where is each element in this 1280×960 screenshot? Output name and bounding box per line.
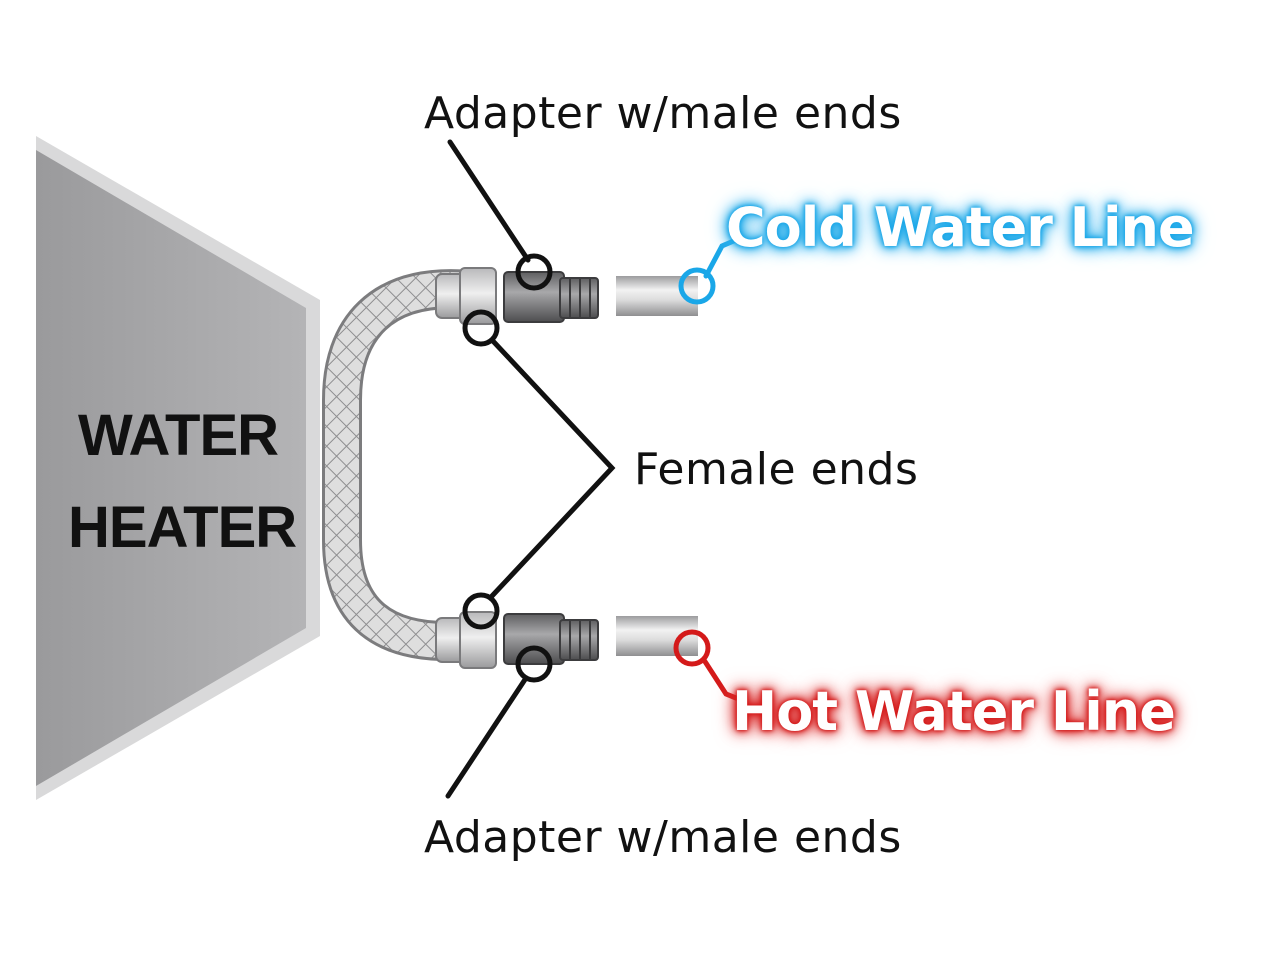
label-hot-water-line: Hot Water Line xyxy=(732,680,1176,743)
top-adapter xyxy=(503,271,599,323)
label-adapter-bottom: Adapter w/male ends xyxy=(424,812,902,863)
label-female-ends: Female ends xyxy=(634,444,919,495)
top-hose-nut xyxy=(435,267,497,325)
water-heater-shape xyxy=(36,136,320,800)
bottom-adapter xyxy=(503,613,599,665)
leader-hot-line xyxy=(701,657,739,701)
label-cold-water-line: Cold Water Line xyxy=(726,196,1195,259)
callout-cold-line xyxy=(678,267,716,305)
callout-adapter-top xyxy=(515,253,553,291)
leader-adapter-top xyxy=(447,139,531,263)
callout-female-bottom xyxy=(462,592,500,630)
leader-adapter-bottom xyxy=(445,675,529,799)
callout-hot-line xyxy=(673,629,711,667)
label-adapter-top: Adapter w/male ends xyxy=(424,88,902,139)
heater-label-line1: WATER xyxy=(77,403,279,468)
callout-adapter-bottom xyxy=(515,645,553,683)
flex-hose xyxy=(322,269,490,661)
callout-female-top xyxy=(462,309,500,347)
leader-female-ends xyxy=(489,337,616,599)
leader-cold-line xyxy=(703,237,739,279)
heater-label-line2: HEATER xyxy=(68,495,297,560)
